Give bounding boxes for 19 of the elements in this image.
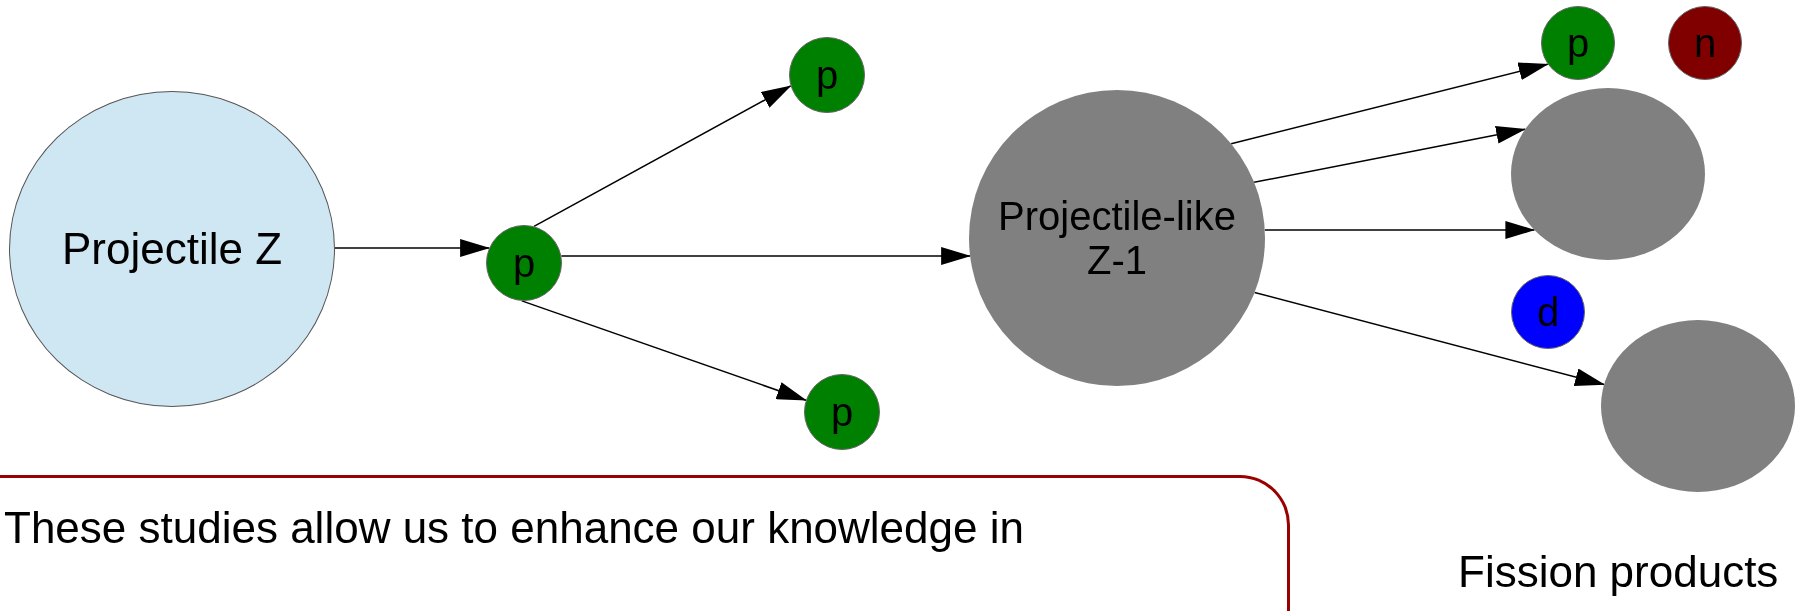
arrow (1253, 291, 1606, 386)
particle-label: p (1566, 21, 1590, 65)
text-panel (0, 475, 1290, 611)
nucleus-label: Projectile Z (60, 224, 284, 274)
arrow (521, 300, 807, 401)
arrow (1230, 62, 1549, 145)
particle-label: p (815, 53, 839, 97)
arrow (533, 85, 792, 228)
description-text: These studies allow us to enhance our knowledge in (4, 504, 1024, 553)
particle-label: p (512, 241, 536, 285)
nucleus-label: Projectile-like Z-1 (997, 194, 1237, 282)
arrow (334, 239, 491, 257)
particle-label: d (1536, 290, 1560, 334)
particle-label: p (830, 390, 854, 434)
arrow (560, 247, 972, 265)
particle-label: n (1693, 21, 1717, 65)
arrow (1264, 221, 1536, 239)
arrow (1253, 125, 1527, 184)
group-caption: Fission products (1458, 548, 1779, 597)
